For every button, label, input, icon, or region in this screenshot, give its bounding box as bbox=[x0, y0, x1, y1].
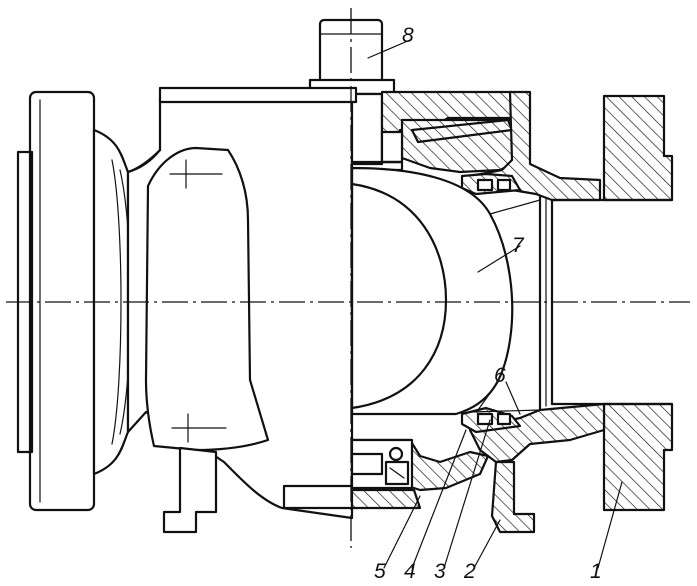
left-flange bbox=[16, 90, 96, 512]
lower-seat-ring bbox=[460, 406, 522, 434]
label-1: 1 bbox=[590, 560, 602, 583]
label-7: 7 bbox=[512, 234, 525, 257]
leader-lines bbox=[367, 39, 623, 569]
body-section bbox=[350, 90, 674, 534]
top-cover bbox=[158, 86, 358, 104]
label-4: 4 bbox=[404, 560, 416, 583]
label-2: 2 bbox=[463, 560, 476, 583]
label-3: 3 bbox=[434, 560, 446, 583]
lower-stem-packing bbox=[350, 438, 414, 490]
label-8: 8 bbox=[402, 24, 414, 47]
body-chamber bbox=[144, 146, 270, 452]
label-6: 6 bbox=[494, 364, 506, 387]
bottom-boss bbox=[282, 484, 354, 510]
left-foot bbox=[162, 446, 218, 534]
ball bbox=[350, 166, 541, 416]
label-5: 5 bbox=[374, 560, 386, 583]
upper-seat-ring bbox=[460, 172, 522, 196]
